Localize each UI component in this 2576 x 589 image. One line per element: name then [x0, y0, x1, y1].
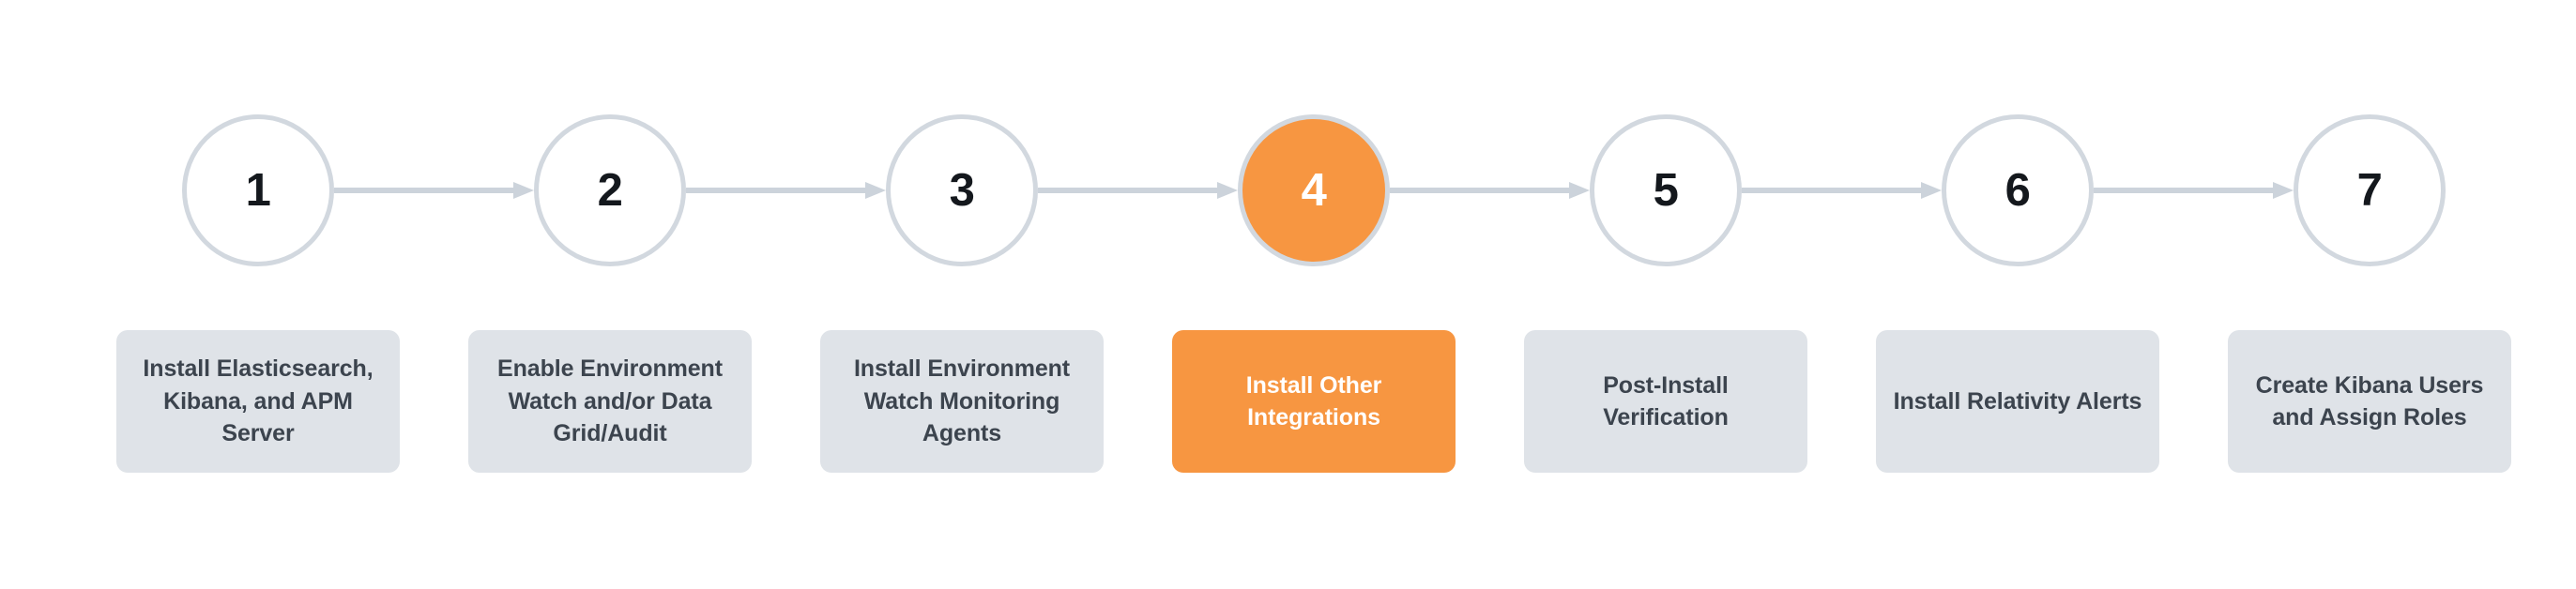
step-circle-2[interactable]: 2 [534, 114, 686, 266]
step-node-5[interactable]: 5 [1590, 114, 1742, 266]
step-node-7[interactable]: 7 [2294, 114, 2446, 266]
step-node-3[interactable]: 3 [886, 114, 1038, 266]
step-circle-1[interactable]: 1 [182, 114, 334, 266]
step-label-text-3: Install Environment Watch Monitoring Age… [853, 355, 1071, 447]
step-number-5: 5 [1653, 164, 1679, 216]
step-number-2: 2 [597, 164, 623, 216]
arrow-right-icon-3-4 [1038, 182, 1238, 199]
step-label-box-3[interactable]: Install Environment Watch Monitoring Age… [820, 330, 1104, 473]
step-label-row: Install Elasticsearch, Kibana, and APM S… [0, 330, 2576, 473]
step-number-6: 6 [2004, 164, 2031, 216]
step-label-text-2: Enable Environment Watch and/or Data Gri… [497, 355, 723, 447]
step-node-2[interactable]: 2 [534, 114, 686, 266]
step-label-box-2[interactable]: Enable Environment Watch and/or Data Gri… [468, 330, 752, 473]
step-number-1: 1 [245, 164, 271, 216]
step-node-6[interactable]: 6 [1942, 114, 2094, 266]
arrow-right-icon-4-5 [1390, 182, 1590, 199]
step-label-text-1: Install Elasticsearch, Kibana, and APM S… [143, 355, 373, 447]
step-label-text-7: Create Kibana Users and Assign Roles [2255, 371, 2484, 431]
step-label-box-5[interactable]: Post-Install Verification [1524, 330, 1807, 473]
step-circle-3[interactable]: 3 [886, 114, 1038, 266]
step-label-text-6: Install Relativity Alerts [1893, 387, 2142, 415]
step-number-3: 3 [949, 164, 975, 216]
arrow-right-icon-1-2 [334, 182, 534, 199]
arrow-right-icon-2-3 [686, 182, 886, 199]
step-label-text-5: Post-Install Verification [1603, 371, 1729, 431]
step-number-7: 7 [2356, 164, 2383, 216]
step-node-1[interactable]: 1 [182, 114, 334, 266]
step-label-box-6[interactable]: Install Relativity Alerts [1876, 330, 2159, 473]
step-circle-6[interactable]: 6 [1942, 114, 2094, 266]
step-label-text-4: Install Other Integrations [1245, 371, 1382, 431]
arrow-right-icon-5-6 [1742, 182, 1942, 199]
arrow-right-icon-6-7 [2094, 182, 2294, 199]
step-number-4: 4 [1301, 164, 1327, 216]
step-circle-7[interactable]: 7 [2294, 114, 2446, 266]
step-label-box-7[interactable]: Create Kibana Users and Assign Roles [2228, 330, 2511, 473]
step-label-box-1[interactable]: Install Elasticsearch, Kibana, and APM S… [116, 330, 400, 473]
step-circle-5[interactable]: 5 [1590, 114, 1742, 266]
step-circle-row: 1 2 3 4 5 6 [0, 114, 2576, 266]
step-node-4[interactable]: 4 [1238, 114, 1390, 266]
step-circle-4[interactable]: 4 [1238, 114, 1390, 266]
step-label-box-4[interactable]: Install Other Integrations [1172, 330, 1456, 473]
